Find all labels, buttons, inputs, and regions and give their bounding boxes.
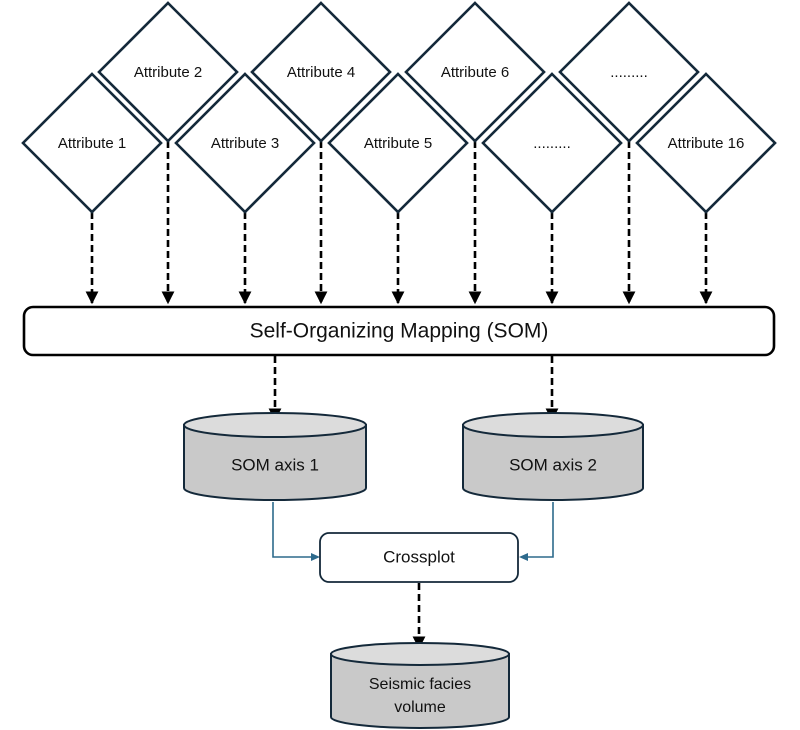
som-axis-2-cylinder: SOM axis 2 xyxy=(462,412,644,501)
attribute-diamond: ......... xyxy=(481,72,623,214)
diamond-shape xyxy=(404,1,546,143)
attribute-label: Attribute 5 xyxy=(364,135,432,152)
attribute-upper-row: Attribute 2 Attribute 4 Attribute 6.......… xyxy=(97,1,700,143)
diamond-shape xyxy=(481,72,623,214)
axis1-to-crossplot-connector xyxy=(272,502,312,558)
attribute-label: Attribute 4 xyxy=(287,64,355,81)
som-label: Self-Organizing Mapping (SOM) xyxy=(250,320,549,343)
attribute-label: Attribute 6 xyxy=(441,64,509,81)
attribute-label: Attribute 2 xyxy=(134,64,202,81)
attribute-diamond: Attribute 2 xyxy=(97,1,239,143)
attribute-lower-row: Attribute 1 Attribute 3 Attribute 5.......… xyxy=(21,72,777,214)
attribute-diamond: Attribute 16 xyxy=(635,72,777,214)
attribute-label: ......... xyxy=(533,135,571,152)
facies-label-line2: volume xyxy=(394,699,446,716)
som-axis-1-cylinder: SOM axis 1 xyxy=(183,412,367,501)
attribute-diamond: Attribute 4 xyxy=(250,1,392,143)
diamond-shape xyxy=(558,1,700,143)
crossplot-box: Crossplot xyxy=(319,532,519,583)
attribute-diamond: Attribute 1 xyxy=(21,72,163,214)
axis1-connector-arrowhead xyxy=(311,553,320,561)
attribute-connectors xyxy=(85,141,713,305)
seismic-facies-volume-cylinder: Seismic facies volume xyxy=(330,642,510,729)
diamond-shape xyxy=(21,72,163,214)
attribute-diamond: Attribute 5 xyxy=(327,72,469,214)
attribute-diamond: Attribute 6 xyxy=(404,1,546,143)
som-axis-2-label: SOM axis 2 xyxy=(509,455,597,474)
attribute-label: Attribute 1 xyxy=(58,135,126,152)
diamond-shape xyxy=(250,1,392,143)
diamond-shape xyxy=(97,1,239,143)
crossplot-label: Crossplot xyxy=(383,547,455,566)
attribute-label: Attribute 16 xyxy=(668,135,745,152)
diamond-shape xyxy=(327,72,469,214)
axis2-connector-arrowhead xyxy=(519,553,528,561)
som-process-box: Self-Organizing Mapping (SOM) xyxy=(22,305,776,357)
axis2-to-crossplot-connector xyxy=(527,502,554,558)
attribute-label: ......... xyxy=(610,64,648,81)
attribute-diamond: Attribute 3 xyxy=(174,72,316,214)
som-axis-1-label: SOM axis 1 xyxy=(231,455,319,474)
attribute-diamond: ......... xyxy=(558,1,700,143)
diamond-shape xyxy=(635,72,777,214)
attribute-label: Attribute 3 xyxy=(211,135,279,152)
facies-label-line1: Seismic facies xyxy=(369,676,471,693)
diamond-shape xyxy=(174,72,316,214)
